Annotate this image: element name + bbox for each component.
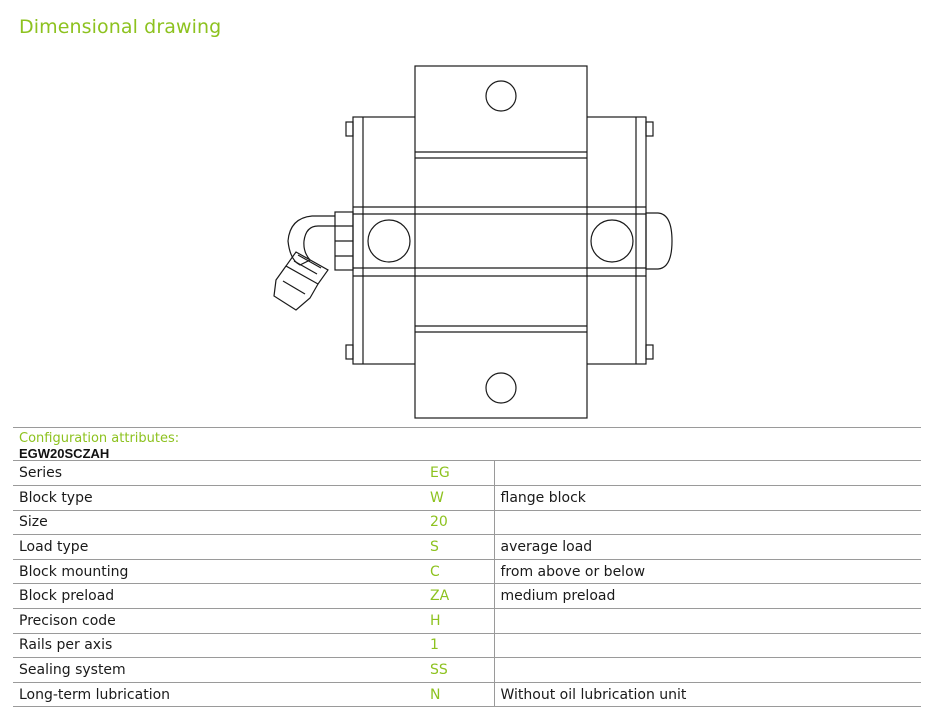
block-hole-left xyxy=(367,219,411,263)
attribute-name: Sealing system xyxy=(13,657,424,683)
configuration-code: EGW20SCZAH xyxy=(19,446,110,461)
attribute-description xyxy=(494,461,921,487)
attribute-code: ZA xyxy=(424,583,495,610)
block-hole-right xyxy=(590,219,634,263)
attribute-description: from above or below xyxy=(494,559,921,585)
page-title: Dimensional drawing xyxy=(19,16,222,38)
attribute-name: Block type xyxy=(13,485,424,511)
attribute-code: N xyxy=(424,682,495,708)
attribute-description: average load xyxy=(494,534,921,560)
dimensional-drawing xyxy=(273,65,673,419)
attribute-description: flange block xyxy=(494,485,921,511)
attribute-description: Without oil lubrication unit xyxy=(494,682,921,708)
rail-hole-top xyxy=(485,80,517,112)
attribute-description: medium preload xyxy=(494,583,921,610)
grease-nipple xyxy=(273,211,354,311)
configuration-title: Configuration attributes: xyxy=(19,431,180,446)
attribute-name: Block mounting xyxy=(13,559,424,585)
attribute-code: S xyxy=(424,534,495,560)
attribute-name: Precison code xyxy=(13,608,424,634)
attribute-description xyxy=(494,510,921,536)
attribute-code: W xyxy=(424,485,495,511)
attribute-description xyxy=(494,633,921,659)
attribute-name: Block preload xyxy=(13,583,424,610)
attribute-code: 1 xyxy=(424,633,495,659)
attribute-code: SS xyxy=(424,657,495,683)
attribute-description xyxy=(494,657,921,683)
attribute-name: Series xyxy=(13,461,424,487)
rail-hole-bottom xyxy=(485,372,517,404)
attribute-code: H xyxy=(424,608,495,634)
attribute-code: 20 xyxy=(424,510,495,536)
attribute-code: EG xyxy=(424,461,495,487)
attribute-name: Size xyxy=(13,510,424,536)
configuration-header: Configuration attributes: EGW20SCZAH xyxy=(13,427,921,461)
configuration-panel: Configuration attributes: EGW20SCZAH Ser… xyxy=(13,427,921,708)
attribute-name: Load type xyxy=(13,534,424,560)
attribute-description xyxy=(494,608,921,634)
attribute-name: Rails per axis xyxy=(13,633,424,659)
attribute-name: Long-term lubrication xyxy=(13,682,424,708)
rail xyxy=(414,65,588,419)
end-seal-right xyxy=(645,212,673,270)
attribute-code: C xyxy=(424,559,495,585)
